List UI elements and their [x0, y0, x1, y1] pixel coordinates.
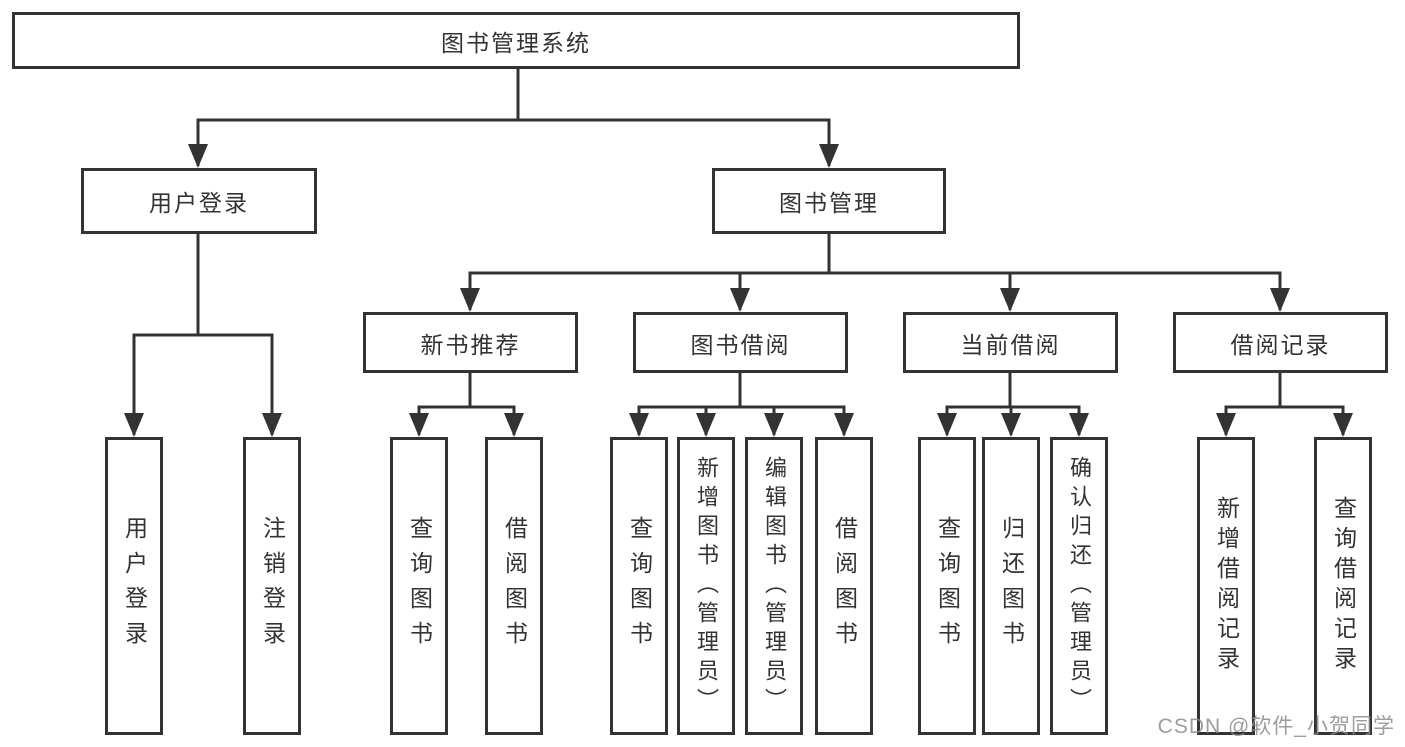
leaf-label: 确认归还（管理员） [1067, 455, 1092, 717]
node-book-management: 图书管理 [712, 168, 946, 234]
node-user-login: 用户登录 [81, 168, 317, 234]
leaf-label: 新增借阅记录 [1213, 496, 1240, 676]
leaf-query-books-borrowing: 查询图书 [610, 437, 668, 735]
leaf-label: 查询图书 [934, 516, 961, 656]
leaf-edit-book-admin: 编辑图书（管理员） [745, 437, 803, 735]
node-current-borrowing: 当前借阅 [903, 312, 1118, 373]
leaf-confirm-return-admin: 确认归还（管理员） [1050, 437, 1108, 735]
node-label: 新书推荐 [420, 331, 521, 358]
leaf-label: 借阅图书 [501, 516, 528, 656]
csdn-watermark: CSDN @软件_小贺同学 [1157, 715, 1395, 738]
leaf-query-books-recommend: 查询图书 [390, 437, 448, 735]
node-new-book-recommendation: 新书推荐 [363, 312, 578, 373]
leaf-label: 编辑图书（管理员） [762, 455, 787, 717]
leaf-borrow-books-recommend: 借阅图书 [485, 437, 543, 735]
leaf-borrow-books-borrowing: 借阅图书 [815, 437, 873, 735]
node-label: 图书借阅 [690, 331, 791, 358]
leaf-label: 查询借阅记录 [1330, 496, 1357, 676]
leaf-return-books: 归还图书 [982, 437, 1040, 735]
leaf-add-borrow-record: 新增借阅记录 [1197, 437, 1255, 735]
node-label: 图书管理 [779, 190, 879, 216]
leaf-add-book-admin: 新增图书（管理员） [677, 437, 735, 735]
leaf-user-login: 用户登录 [105, 437, 163, 735]
leaf-label: 查询图书 [406, 516, 433, 656]
leaf-query-borrow-record: 查询借阅记录 [1314, 437, 1372, 735]
node-label: 图书管理系统 [441, 29, 591, 56]
leaf-logout: 注销登录 [243, 437, 301, 735]
leaf-label: 查询图书 [626, 516, 653, 656]
leaf-label: 用户登录 [121, 516, 148, 656]
leaf-label: 新增图书（管理员） [694, 455, 719, 717]
node-label: 用户登录 [149, 190, 249, 216]
node-label: 当前借阅 [960, 331, 1061, 358]
node-library-management-system: 图书管理系统 [12, 12, 1020, 69]
leaf-label: 借阅图书 [831, 516, 858, 656]
node-borrowing-records: 借阅记录 [1173, 312, 1388, 373]
node-book-borrowing: 图书借阅 [633, 312, 848, 373]
leaf-label: 归还图书 [998, 516, 1025, 656]
node-label: 借阅记录 [1230, 331, 1331, 358]
leaf-label: 注销登录 [259, 516, 286, 656]
leaf-query-books-current: 查询图书 [918, 437, 976, 735]
